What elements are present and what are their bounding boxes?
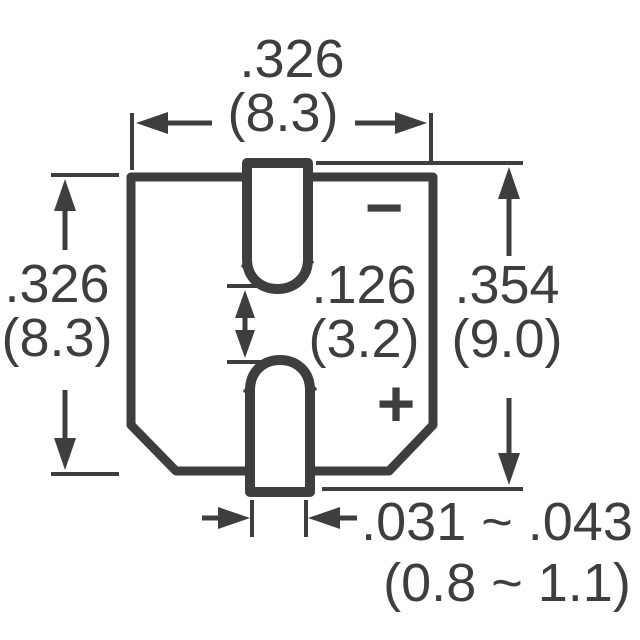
plus-sign: +: [377, 366, 416, 440]
capacitor-body-outline: [126, 172, 438, 476]
dim-gap-arrow-up-icon: [235, 290, 255, 318]
dim-gap-arrow-down-icon: [235, 330, 255, 358]
dim-pad-gap: .126 (3.2): [227, 255, 420, 369]
dim-right-arrow-up-icon: [498, 167, 520, 199]
dim-right-arrow-down-icon: [498, 453, 520, 485]
dim-left-arrow-down-icon: [54, 438, 76, 470]
dim-top-width: .326 (8.3): [130, 29, 433, 170]
top-terminal-pad: [242, 158, 313, 294]
dim-lead-arrow-left-icon: [308, 507, 340, 529]
bottom-terminal-pad: [245, 355, 315, 497]
dim-lead-inches-label: .031 ~ .043: [361, 492, 633, 552]
dim-left-height: .326 (8.3): [1, 173, 119, 476]
dim-right-inches-label: .354: [454, 255, 559, 315]
dim-gap-mm-label: (3.2): [308, 309, 419, 369]
dim-right-height: .354 (9.0): [316, 161, 563, 491]
dim-left-mm-label: (8.3): [1, 308, 112, 368]
dim-lead-width: .031 ~ .043 (0.8 ~ 1.1): [202, 492, 633, 613]
dim-gap-inches-label: .126: [311, 255, 416, 315]
dim-top-mm-label: (8.3): [227, 83, 338, 143]
dim-right-mm-label: (9.0): [451, 309, 562, 369]
dim-left-inches-label: .326: [4, 254, 109, 314]
dim-lead-mm-label: (0.8 ~ 1.1): [383, 553, 631, 613]
dim-lead-arrow-right-icon: [218, 507, 250, 529]
dim-left-arrow-up-icon: [54, 179, 76, 211]
dim-top-inches-label: .326: [239, 29, 344, 89]
minus-sign: −: [365, 170, 404, 244]
dim-top-arrow-right-icon: [395, 112, 427, 134]
dim-top-arrow-left-icon: [136, 112, 168, 134]
